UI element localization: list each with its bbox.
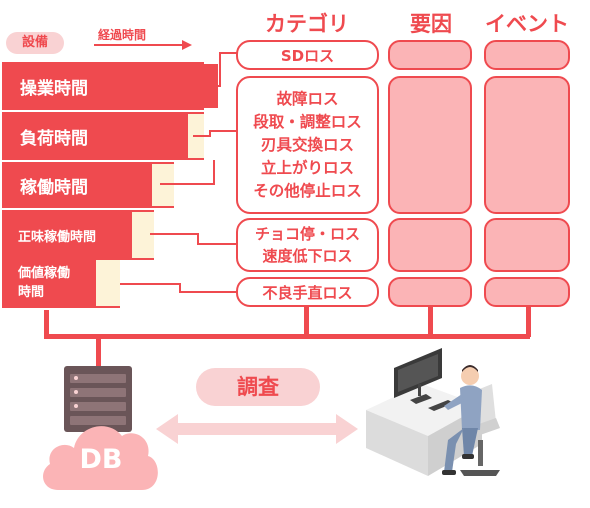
bracket-tick — [304, 307, 309, 337]
time-bar-running: 稼働時間 — [2, 162, 174, 208]
investigation-label: 調査 — [196, 368, 320, 406]
bracket-horizontal — [44, 334, 530, 339]
factor-box — [388, 76, 472, 214]
cloud-icon — [43, 426, 158, 490]
time-bar-fill: 稼働時間 — [4, 164, 166, 206]
category-line: 故障ロス — [276, 89, 339, 108]
category-defect-loss: 不良手直ロス — [236, 277, 379, 307]
bracket-tick — [428, 307, 433, 337]
category-speed-losses: チョコ停・ロス 速度低下ロス — [236, 218, 379, 272]
time-bar-label: 操業時間 — [20, 78, 88, 99]
time-bar-loss — [94, 260, 120, 306]
category-line: 速度低下ロス — [262, 247, 353, 265]
time-bar-fill: 正味稼働時間 — [4, 212, 144, 258]
bracket-tick — [526, 307, 531, 337]
category-line: 段取・調整ロス — [253, 112, 362, 131]
event-box — [484, 40, 570, 70]
time-bar-fill: 価値稼働 時間 — [4, 260, 108, 306]
category-line: SDロス — [280, 46, 335, 65]
header-factor: 要因 — [410, 12, 452, 36]
double-arrow-icon — [156, 414, 358, 444]
factor-box — [388, 218, 472, 272]
time-bar-label: 負荷時間 — [20, 128, 88, 149]
category-line: チョコ停・ロス — [254, 225, 360, 243]
bracket-tick — [44, 310, 49, 337]
header-category: カテゴリ — [265, 12, 349, 36]
category-line: 不良手直ロス — [262, 283, 353, 302]
time-bar-operation: 操業時間 — [2, 62, 218, 110]
event-box — [484, 76, 570, 214]
event-box — [484, 218, 570, 272]
time-bar-value-running: 価値稼働 時間 — [2, 258, 120, 308]
event-box — [484, 277, 570, 307]
category-stop-losses: 故障ロス 段取・調整ロス 刃具交換ロス 立上がりロス その他停止ロス — [236, 76, 379, 214]
server-icon — [64, 366, 132, 432]
factor-box — [388, 40, 472, 70]
category-line: 刃具交換ロス — [260, 135, 354, 154]
time-bar-fill: 操業時間 — [4, 64, 218, 108]
elapsed-time-arrow-icon — [94, 40, 192, 50]
header-event: イベント — [485, 12, 569, 36]
time-bar-fill: 負荷時間 — [4, 114, 188, 158]
category-sd-loss: SDロス — [236, 40, 379, 70]
person-at-computer-icon — [366, 348, 500, 476]
time-bar-label-line1: 価値稼働 — [18, 266, 71, 281]
db-label: DB — [79, 444, 123, 475]
category-line: 立上がりロス — [260, 158, 354, 177]
time-bar-label-line2: 時間 — [18, 285, 45, 300]
time-bar-label: 正味稼働時間 — [18, 229, 97, 245]
time-bar-net-running: 正味稼働時間 — [2, 210, 154, 260]
time-bar-load: 負荷時間 — [2, 112, 204, 160]
elapsed-time-label: 経過時間 — [98, 28, 147, 42]
bracket-drop — [96, 336, 101, 370]
equipment-label: 設備 — [6, 32, 64, 54]
time-bar-label: 稼働時間 — [20, 177, 88, 198]
factor-box — [388, 277, 472, 307]
category-line: その他停止ロス — [253, 181, 362, 200]
